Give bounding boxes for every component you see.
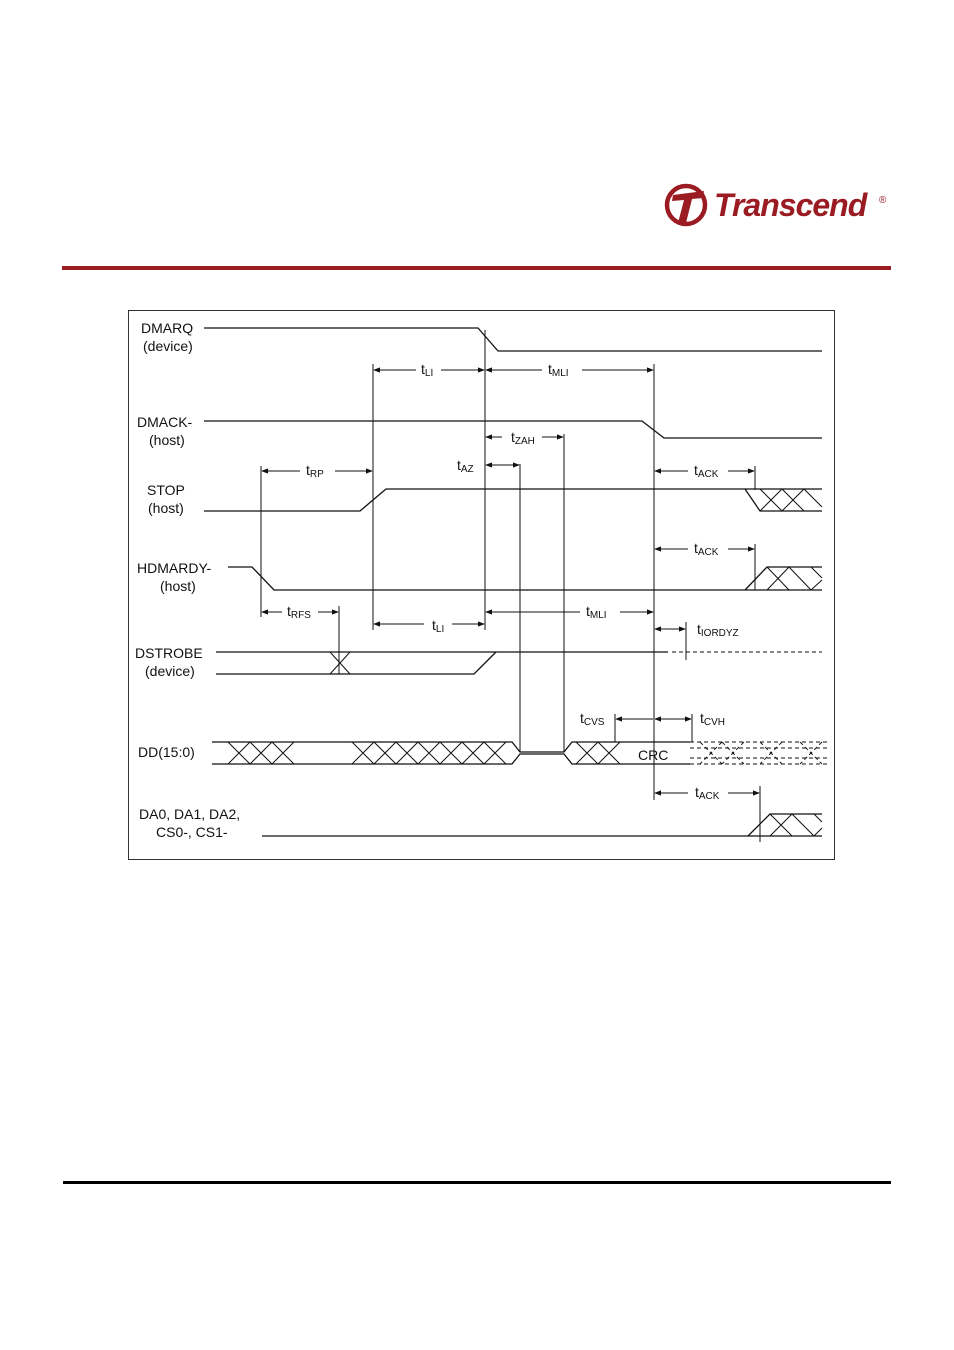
timing-label-tcvs: tCVS	[580, 710, 605, 728]
signal-sub-dstrobe: (device)	[145, 663, 195, 679]
signal-sub-hdmardy: (host)	[160, 578, 196, 594]
waveform-dstrobe	[216, 652, 822, 674]
signal-sub-dmack: (host)	[149, 432, 185, 448]
timing-label-trfs: tRFS	[287, 603, 311, 621]
timing-label-taz: tAZ	[457, 457, 474, 475]
signal-sub-stop: (host)	[148, 500, 184, 516]
signal-label-stop: STOP	[147, 482, 185, 498]
signal-sub-dmarq: (device)	[143, 338, 193, 354]
timing-label-tcvh: tCVH	[700, 710, 725, 728]
crc-label: CRC	[638, 747, 668, 763]
diagram-frame	[129, 311, 835, 860]
timing-labels: tLI tMLI tZAH tAZ tRP tACK tACK tRFS tLI…	[287, 361, 739, 802]
timing-label-tli-bottom: tLI	[432, 617, 444, 635]
footer-rule	[63, 1181, 891, 1184]
timing-label-tiordyz: tIORDYZ	[697, 621, 739, 639]
timing-label-tli-top: tLI	[421, 361, 433, 379]
timing-label-trp: tRP	[306, 462, 324, 480]
signal-sub-da: CS0-, CS1-	[156, 824, 228, 840]
waveform-da	[262, 814, 822, 836]
timing-label-tzah: tZAH	[511, 429, 535, 447]
waveform-stop	[204, 489, 822, 511]
waveform-hdmardy	[228, 567, 822, 590]
timing-label-tack-da: tACK	[695, 784, 720, 802]
reference-lines	[261, 330, 760, 842]
signal-label-dmarq: DMARQ	[141, 320, 193, 336]
waveform-dmarq	[204, 328, 822, 351]
signal-label-dmack: DMACK-	[137, 414, 193, 430]
signal-label-dd: DD(15:0)	[138, 744, 195, 760]
signal-labels: DMARQ (device) DMACK- (host) STOP (host)…	[135, 320, 240, 840]
signal-label-dstrobe: DSTROBE	[135, 645, 203, 661]
signal-label-da: DA0, DA1, DA2,	[139, 806, 240, 822]
timing-label-tmli-bottom: tMLI	[586, 603, 607, 621]
timing-label-tack-stop: tACK	[694, 462, 719, 480]
signal-label-hdmardy: HDMARDY-	[137, 560, 211, 576]
timing-label-tack-hdmardy: tACK	[694, 540, 719, 558]
timing-label-tmli-top: tMLI	[548, 361, 569, 379]
